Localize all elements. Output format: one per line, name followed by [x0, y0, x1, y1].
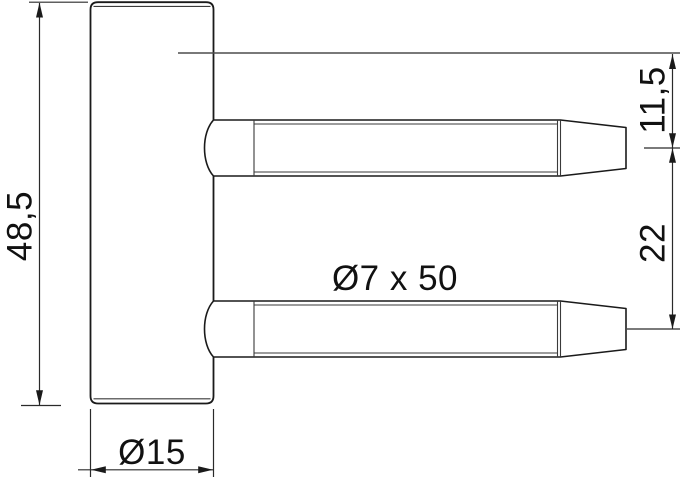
dim-offset-arrow-up — [669, 54, 676, 69]
dim-spacing-arrow-up — [669, 148, 676, 163]
hinge-body — [89, 1, 215, 405]
dim-diameter-label: Ø15 — [118, 433, 186, 472]
dim-diameter-arrow-left — [91, 466, 106, 474]
dim-diameter-arrow-right — [198, 466, 213, 474]
pin-bottom-detail-lines — [253, 301, 562, 357]
hinge-body-outline — [89, 1, 215, 405]
dim-spacing-arrow-down — [669, 314, 676, 329]
pin-top-detail-lines — [253, 120, 562, 176]
dim-height-arrow-up — [36, 2, 43, 18]
dim-offset-arrow-down — [669, 133, 676, 148]
dim-height-label: 48,5 — [0, 191, 39, 261]
dimension-pin-offsets: 11,5 22 — [633, 54, 676, 329]
dim-pin-offset-label: 11,5 — [633, 66, 672, 134]
dim-height-arrow-down — [36, 390, 43, 406]
pin-top — [203, 119, 627, 177]
pin-top-outline — [203, 119, 627, 177]
pin-bottom — [203, 300, 627, 358]
dimension-body-diameter: Ø15 — [78, 409, 215, 477]
pin-size-label: Ø7 x 50 — [332, 259, 458, 298]
dimension-overall-height: 48,5 — [0, 1, 88, 407]
pin-bottom-outline — [203, 300, 627, 358]
dim-pin-spacing-label: 22 — [633, 223, 672, 263]
